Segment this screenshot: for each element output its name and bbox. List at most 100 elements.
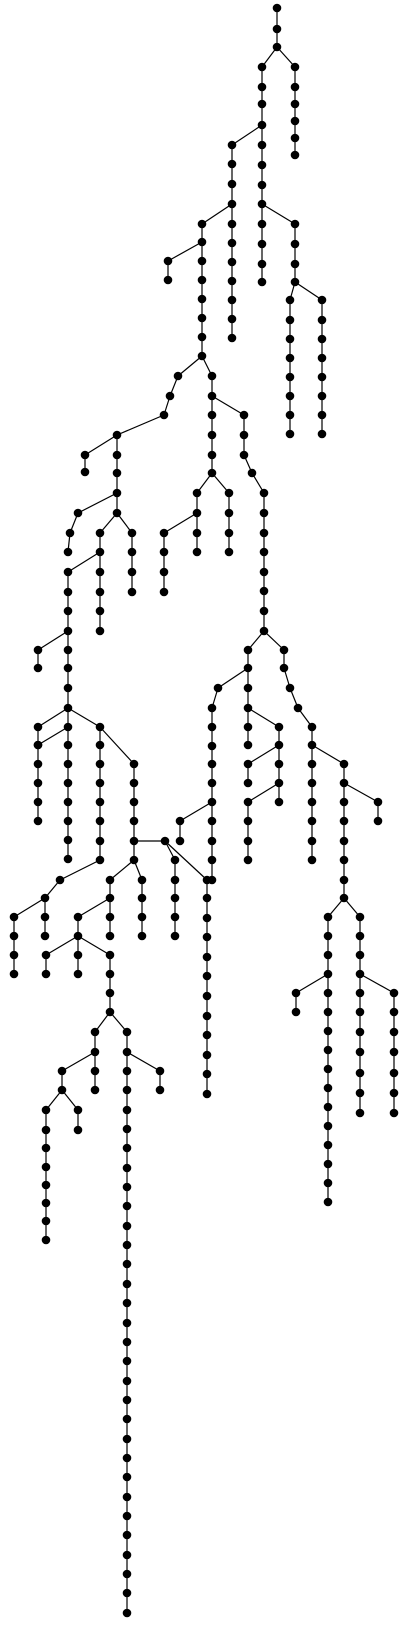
tree-edge: [247, 707, 280, 728]
tree-node: [192, 547, 202, 557]
tree-node: [122, 1376, 132, 1386]
tree-node: [285, 410, 295, 420]
tree-node: [239, 430, 249, 440]
tree-node: [285, 429, 295, 439]
tree-node: [122, 1356, 132, 1366]
tree-node: [95, 626, 105, 636]
tree-node: [41, 1216, 51, 1226]
tree-node: [274, 759, 284, 769]
tree-node: [339, 875, 349, 885]
tree-edge: [13, 897, 46, 918]
tree-node: [112, 450, 122, 460]
tree-node: [257, 82, 267, 92]
tree-node: [207, 371, 217, 381]
tree-node: [339, 816, 349, 826]
tree-node: [122, 1066, 132, 1076]
tree-node: [63, 587, 73, 597]
tree-node: [129, 816, 139, 826]
tree-node: [80, 467, 90, 477]
tree-node: [127, 567, 137, 577]
tree-node: [33, 722, 43, 732]
tree-node: [207, 391, 217, 401]
tree-edge: [61, 1051, 96, 1072]
tree-node: [274, 740, 284, 750]
tree-node: [227, 159, 237, 169]
tree-edge: [59, 859, 101, 881]
tree-node: [285, 315, 295, 325]
tree-node: [291, 988, 301, 998]
tree-node: [159, 587, 169, 597]
tree-node: [9, 912, 19, 922]
tree-node: [389, 1007, 399, 1017]
tree-node: [243, 855, 253, 865]
tree-node: [323, 988, 333, 998]
tree-node: [73, 912, 83, 922]
tree-node: [259, 488, 269, 498]
tree-node: [95, 587, 105, 597]
tree-edge: [295, 973, 329, 994]
tree-edge: [77, 935, 111, 956]
tree-node: [129, 836, 139, 846]
tree-node: [207, 722, 217, 732]
tree-node: [290, 62, 300, 72]
tree-node: [290, 259, 300, 269]
tree-node: [307, 797, 317, 807]
tree-node: [63, 759, 73, 769]
tree-node: [65, 528, 75, 538]
tree-node: [163, 256, 173, 266]
tree-node: [243, 759, 253, 769]
tree-node: [323, 1045, 333, 1055]
tree-node: [290, 277, 300, 287]
tree-node: [129, 778, 139, 788]
tree-node: [197, 237, 207, 247]
tree-node: [129, 855, 139, 865]
tree-node: [355, 1068, 365, 1078]
tree-node: [355, 1088, 365, 1098]
tree-node: [63, 663, 73, 673]
tree-node: [257, 239, 267, 249]
tree-node: [339, 836, 349, 846]
tree-node: [95, 797, 105, 807]
tree-node: [95, 778, 105, 788]
tree-node: [207, 410, 217, 420]
tree-node: [122, 1511, 132, 1521]
tree-node: [95, 816, 105, 826]
tree-node: [41, 1125, 51, 1135]
tree-node: [127, 587, 137, 597]
tree-node: [163, 275, 173, 285]
tree-node: [33, 759, 43, 769]
tree-node: [290, 99, 300, 109]
tree-node: [202, 1089, 212, 1099]
tree-node: [285, 391, 295, 401]
tree-node: [323, 969, 333, 979]
tree-node: [197, 332, 207, 342]
tree-node: [122, 1530, 132, 1540]
tree-node: [95, 606, 105, 616]
tree-node: [227, 179, 237, 189]
tree-node: [339, 893, 349, 903]
tree-node: [317, 391, 327, 401]
tree-node: [227, 314, 237, 324]
tree-node: [122, 1085, 132, 1095]
tree-node: [227, 276, 237, 286]
tree-nodes: [9, 3, 399, 1618]
tree-node: [207, 797, 217, 807]
tree-node: [257, 277, 267, 287]
tree-node: [105, 950, 115, 960]
tree-node: [33, 645, 43, 655]
tree-node: [224, 508, 234, 518]
tree-node: [90, 1066, 100, 1076]
tree-node: [63, 835, 73, 845]
tree-node: [192, 528, 202, 538]
tree-node: [173, 371, 183, 381]
tree-node: [290, 150, 300, 160]
tree-node: [9, 931, 19, 941]
tree-node: [63, 626, 73, 636]
tree-node: [122, 1453, 132, 1463]
tree-node: [122, 1434, 132, 1444]
tree-node: [323, 1064, 333, 1074]
tree-node: [389, 1068, 399, 1078]
tree-node: [90, 1027, 100, 1037]
tree-node: [355, 988, 365, 998]
tree-node: [95, 759, 105, 769]
